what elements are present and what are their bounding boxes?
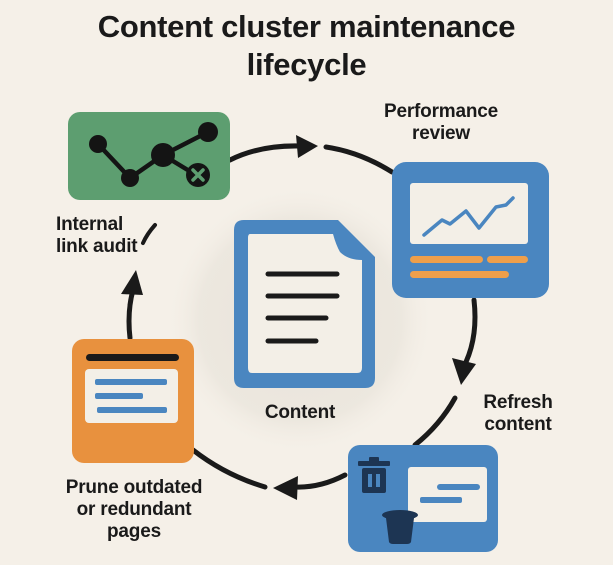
step-label-internal-link-audit: Internal link audit [56, 214, 166, 258]
arrow-segment-refresh-out [412, 395, 458, 448]
arrow-refresh-to-prune [292, 472, 348, 490]
title-line-2: lifecycle [246, 47, 367, 82]
arrow-segment-link-audit-out [141, 223, 157, 245]
link-audit-card [68, 112, 230, 200]
step-label-performance-review: Performance review [370, 101, 512, 145]
label-line: Performance [384, 101, 498, 122]
diagram-title: Content cluster maintenance lifecycle [0, 8, 613, 84]
arrow-segment-performance-in [323, 144, 395, 175]
center-label: Content [264, 402, 336, 423]
prune-card [72, 339, 194, 463]
arrow-segment-prune-in [190, 447, 268, 490]
arrowhead-to-link-audit [121, 270, 143, 295]
label-line: pages [107, 521, 161, 542]
cycle-arrows [121, 135, 478, 500]
label-line: review [412, 123, 470, 144]
arrow-prune-to-link-audit [126, 287, 136, 341]
arrow-link-audit-to-performance [227, 143, 303, 163]
step-label-prune-pages: Prune outdated or redundant pages [46, 477, 222, 543]
document-icon [234, 220, 375, 388]
arrowhead-to-prune [273, 476, 298, 500]
label-line: link audit [56, 236, 138, 257]
arrow-performance-to-refresh [463, 297, 478, 365]
performance-card [392, 162, 549, 298]
link-graph-icon [89, 122, 218, 187]
arrowhead-to-refresh [452, 358, 476, 385]
step-label-refresh-content: Refresh content [468, 392, 568, 436]
bin-icon [382, 510, 418, 544]
label-line: or redundant [76, 499, 192, 520]
analytics-chart-icon [422, 196, 515, 237]
refresh-card [348, 445, 498, 552]
label-line: Refresh [483, 392, 553, 413]
arrowhead-to-performance [296, 135, 318, 158]
label-line: Prune outdated [65, 477, 203, 498]
label-line: content [484, 414, 552, 435]
label-line: Internal [56, 214, 124, 235]
title-line-1: Content cluster maintenance [97, 9, 516, 44]
trash-icon [358, 457, 390, 493]
